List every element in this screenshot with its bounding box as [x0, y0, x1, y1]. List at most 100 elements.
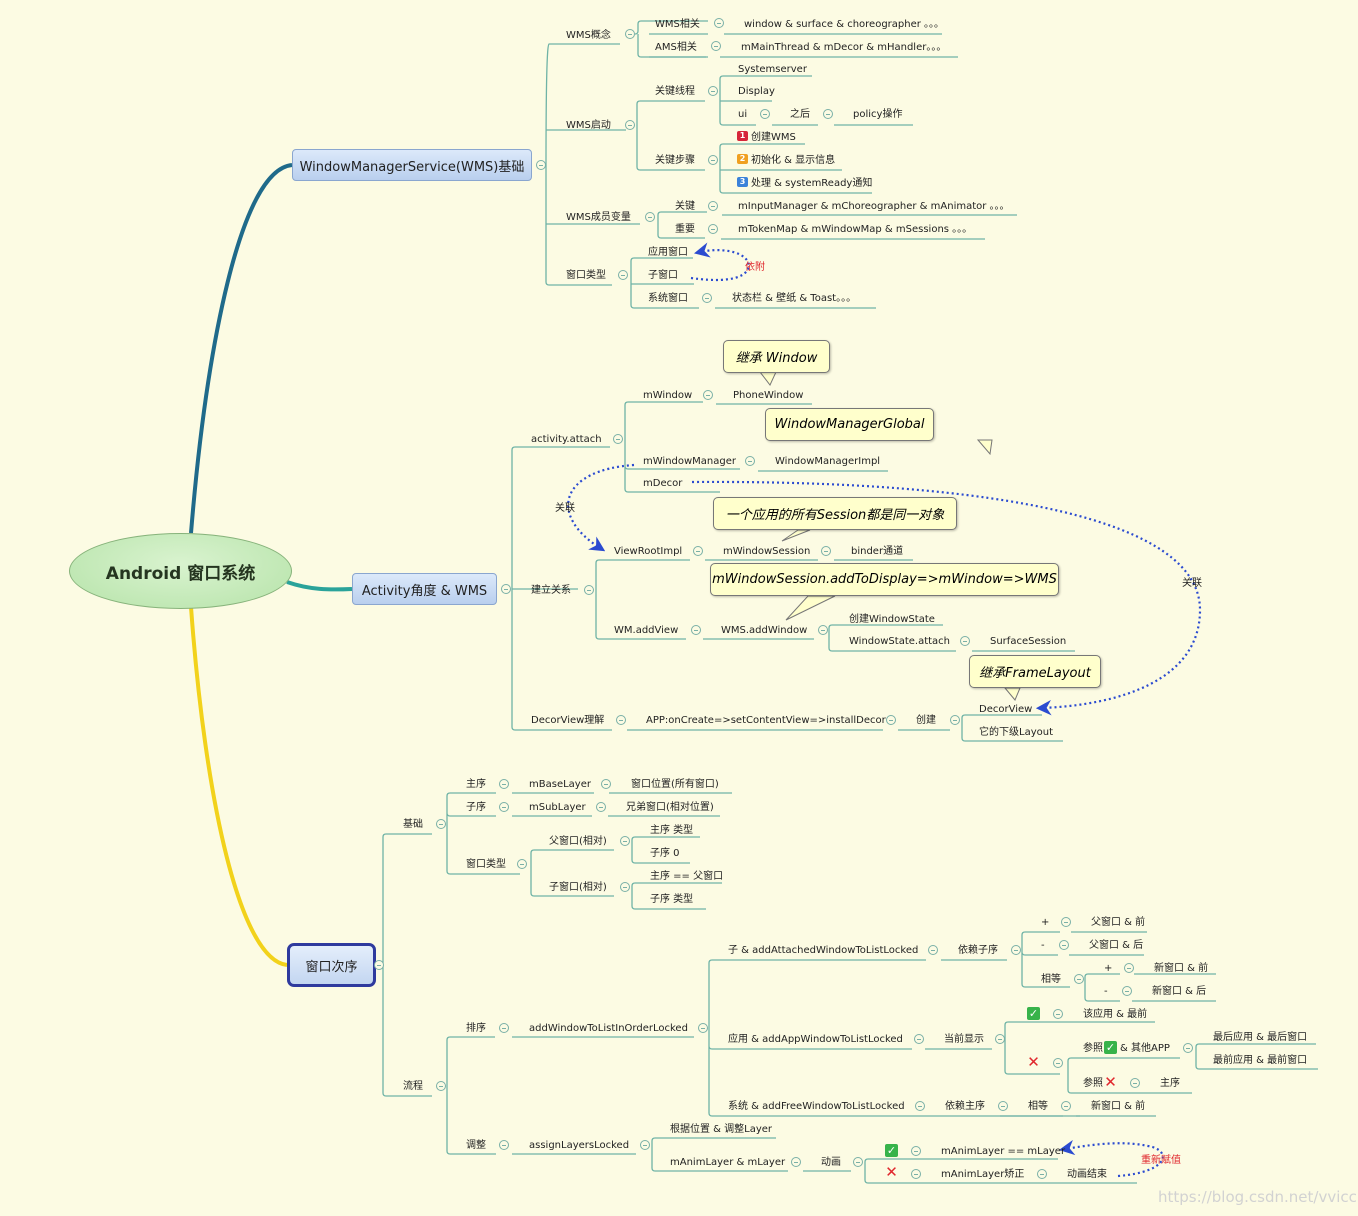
node-mbaselayer[interactable]: mBaseLayer — [529, 779, 591, 790]
collapse-anim-check[interactable] — [911, 1146, 921, 1156]
node-depend-sub[interactable]: 依赖子序 — [958, 945, 998, 956]
node-main-order[interactable]: 主序 — [466, 779, 486, 790]
node-order-flow[interactable]: 流程 — [403, 1081, 423, 1092]
collapse-ref-ok[interactable] — [1183, 1043, 1193, 1053]
node-ref-main-order[interactable]: 主序 — [1160, 1078, 1180, 1089]
node-decorview[interactable]: DecorView — [979, 704, 1033, 715]
node-binder-channel[interactable]: binder通道 — [851, 546, 904, 557]
node-animation-end[interactable]: 动画结束 — [1067, 1169, 1107, 1180]
node-ams-related-value[interactable]: mMainThread & mDecor & mHandler。。。 — [741, 42, 947, 53]
node-equal-plus-value[interactable]: 新窗口 & 前 — [1154, 963, 1209, 974]
collapse-ref-no[interactable] — [1130, 1078, 1140, 1088]
collapse-check[interactable] — [1053, 1009, 1063, 1019]
collapse-window-types[interactable] — [618, 270, 628, 280]
collapse-wms-concept[interactable] — [625, 29, 635, 39]
node-thread-after[interactable]: 之后 — [790, 109, 810, 120]
node-parent-relative[interactable]: 父窗口(相对) — [549, 836, 607, 847]
collapse-equal-plus[interactable] — [1124, 963, 1134, 973]
node-ref-ok-b[interactable]: & 其他APP — [1120, 1043, 1170, 1054]
node-key-threads[interactable]: 关键线程 — [655, 86, 695, 97]
collapse-sub-minus[interactable] — [1059, 940, 1069, 950]
node-mwindowsession[interactable]: mWindowSession — [723, 546, 811, 557]
collapse-adjust[interactable] — [499, 1140, 509, 1150]
node-wms-related-value[interactable]: window & surface & choreographer 。。。 — [744, 19, 945, 30]
collapse-ams-related[interactable] — [711, 41, 721, 51]
node-mwindowmanager[interactable]: mWindowManager — [643, 456, 737, 467]
node-animlayer-mlayer[interactable]: mAnimLayer & mLayer — [670, 1157, 786, 1168]
node-sub-minus[interactable]: - — [1041, 940, 1045, 951]
node-equal-minus[interactable]: - — [1104, 986, 1108, 997]
node-ref-ok-a[interactable]: 参照 — [1083, 1043, 1103, 1054]
collapse-key-threads[interactable] — [708, 86, 718, 96]
node-parent-main-type[interactable]: 主序 类型 — [650, 825, 694, 836]
callout-same-session[interactable]: 一个应用的所有Session都是同一对象 — [713, 497, 957, 530]
node-members-key[interactable]: 关键 — [675, 201, 695, 212]
root-node[interactable]: Android 窗口系统 — [69, 533, 292, 609]
collapse-decor-create[interactable] — [950, 715, 960, 725]
collapse-wm-addview[interactable] — [691, 625, 701, 635]
collapse-sys-add[interactable] — [915, 1101, 925, 1111]
node-wms-concept[interactable]: WMS概念 — [566, 30, 611, 41]
node-thread-policy[interactable]: policy操作 — [853, 109, 903, 120]
node-animation[interactable]: 动画 — [821, 1157, 841, 1168]
node-mbaselayer-value[interactable]: 窗口位置(所有窗口) — [631, 779, 719, 790]
node-main-equal[interactable]: 相等 — [1028, 1101, 1048, 1112]
collapse-sub-plus[interactable] — [1061, 917, 1071, 927]
node-activity-attach[interactable]: activity.attach — [531, 434, 602, 445]
collapse-order-window-type[interactable] — [517, 859, 527, 869]
node-sub-equal[interactable]: 相等 — [1041, 974, 1061, 985]
node-step-system-ready[interactable]: 处理 & systemReady通知 — [751, 178, 873, 189]
callout-windowmanagerglobal[interactable]: WindowManagerGlobal — [765, 408, 934, 441]
node-ams-related[interactable]: AMS相关 — [655, 42, 697, 53]
node-thread-display[interactable]: Display — [738, 86, 775, 97]
collapse-parent-relative[interactable] — [620, 836, 630, 846]
node-assign-layers[interactable]: assignLayersLocked — [529, 1140, 630, 1151]
node-ref-no[interactable]: 参照 — [1083, 1078, 1103, 1089]
node-new-window-front[interactable]: 新窗口 & 前 — [1091, 1101, 1146, 1112]
collapse-equal-minus[interactable] — [1122, 986, 1132, 996]
collapse-mwindow[interactable] — [703, 390, 713, 400]
collapse-wms-basics[interactable] — [536, 160, 546, 170]
node-wms-addwindow[interactable]: WMS.addWindow — [721, 625, 808, 636]
node-wms-basics[interactable]: WindowManagerService(WMS)基础 — [292, 149, 532, 181]
collapse-thread-ui[interactable] — [760, 109, 770, 119]
node-surfacesession[interactable]: SurfaceSession — [990, 636, 1067, 647]
node-current-display[interactable]: 当前显示 — [944, 1034, 984, 1045]
node-msublayer[interactable]: mSubLayer — [529, 802, 586, 813]
collapse-activity-attach[interactable] — [613, 434, 623, 444]
collapse-order-flow[interactable] — [436, 1081, 446, 1091]
node-windowstate-attach[interactable]: WindowState.attach — [849, 636, 951, 647]
collapse-window-order[interactable] — [374, 960, 384, 970]
collapse-sort[interactable] — [499, 1023, 509, 1033]
node-app-add[interactable]: 应用 & addAppWindowToListLocked — [728, 1034, 903, 1045]
callout-add-to-display[interactable]: mWindowSession.addToDisplay=>mWindow=>WM… — [710, 563, 1059, 596]
node-sys-window[interactable]: 系统窗口 — [648, 293, 688, 304]
node-window-types[interactable]: 窗口类型 — [566, 270, 606, 281]
collapse-viewrootimpl[interactable] — [693, 546, 703, 556]
collapse-wms-start[interactable] — [625, 120, 635, 130]
collapse-build-relation[interactable] — [584, 585, 594, 595]
node-decorview-understanding[interactable]: DecorView理解 — [531, 715, 605, 726]
node-app-window[interactable]: 应用窗口 — [648, 247, 688, 258]
node-members-important[interactable]: 重要 — [675, 224, 695, 235]
node-animlayer-fix[interactable]: mAnimLayer矫正 — [941, 1169, 1025, 1180]
collapse-thread-after[interactable] — [823, 109, 833, 119]
collapse-order-basics[interactable] — [436, 819, 446, 829]
node-mwindow[interactable]: mWindow — [643, 390, 693, 401]
node-create-windowstate[interactable]: 创建WindowState — [849, 614, 935, 625]
node-wms-related[interactable]: WMS相关 — [655, 19, 700, 30]
node-sort[interactable]: 排序 — [466, 1023, 486, 1034]
node-sub-attached[interactable]: 子 & addAttachedWindowToListLocked — [728, 945, 919, 956]
collapse-sub-attached[interactable] — [928, 945, 938, 955]
collapse-current-display[interactable] — [995, 1034, 1005, 1044]
node-depend-main[interactable]: 依赖主序 — [945, 1101, 985, 1112]
collapse-wms-addwindow[interactable] — [818, 625, 828, 635]
collapse-windowstate-attach[interactable] — [960, 636, 970, 646]
collapse-child-relative[interactable] — [620, 882, 630, 892]
collapse-members-key[interactable] — [708, 201, 718, 211]
node-window-order[interactable]: 窗口次序 — [287, 943, 376, 987]
collapse-activity-wms[interactable] — [501, 584, 511, 594]
node-sub-plus[interactable]: + — [1041, 917, 1050, 928]
node-sys-add[interactable]: 系统 & addFreeWindowToListLocked — [728, 1101, 905, 1112]
node-wm-addview[interactable]: WM.addView — [614, 625, 679, 636]
